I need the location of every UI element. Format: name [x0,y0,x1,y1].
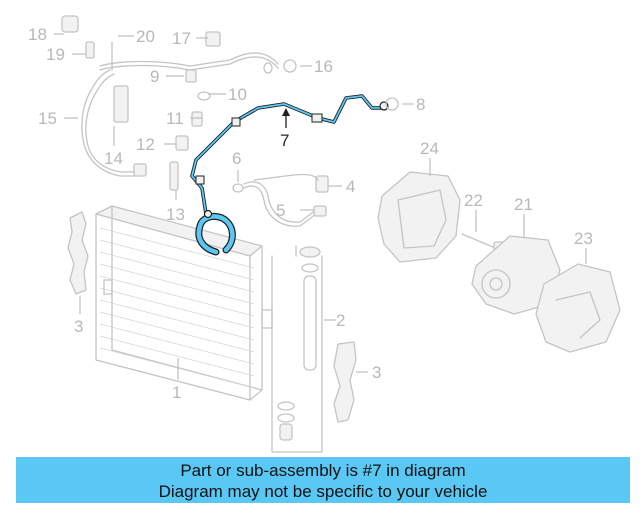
callout-5: 5 [276,201,285,220]
washer-part-8 [385,97,399,111]
callout-11: 11 [166,109,184,128]
callout-4: 4 [346,177,355,196]
callout-19: 19 [46,45,65,64]
hose-assembly-background [61,15,297,191]
banner-line-part-number: Part or sub-assembly is #7 in diagram [180,461,466,480]
callout-17: 17 [172,29,191,48]
callout-8: 8 [416,95,425,114]
callout-18: 18 [28,25,47,44]
drier-part-2 [271,245,323,453]
info-banner: Part or sub-assembly is #7 in diagram Di… [16,457,630,503]
bracket-right-part-3 [333,341,357,423]
compressor-assembly-background [377,171,621,353]
ac-hose-part-7 [190,94,389,256]
callout-3-left: 3 [74,317,83,336]
callout-16: 16 [314,57,333,76]
callout-7: 7 [280,131,289,150]
callout-24: 24 [420,139,439,158]
leader-lines [54,33,587,380]
callout-6: 6 [232,149,241,168]
callout-3-right: 3 [372,363,381,382]
callout-arrow-7 [282,108,290,128]
callout-10: 10 [228,85,247,104]
callout-23: 23 [574,229,593,248]
callout-15: 15 [38,109,57,128]
bracket-left-part-3 [67,211,89,295]
callout-21: 21 [514,195,533,214]
callout-12: 12 [136,135,155,154]
callout-1: 1 [172,383,181,402]
callout-22: 22 [464,191,483,210]
callout-13: 13 [166,205,185,224]
parts-diagram: 1 2 3 3 4 5 6 7 8 9 10 11 12 13 14 15 16… [28,15,621,453]
callout-9: 9 [150,67,159,86]
banner-line-disclaimer: Diagram may not be specific to your vehi… [158,482,488,501]
callout-20: 20 [136,27,155,46]
callout-14: 14 [104,149,123,168]
hose-lower-background [232,173,329,227]
callout-2: 2 [336,311,345,330]
condenser-part-1 [95,205,273,401]
